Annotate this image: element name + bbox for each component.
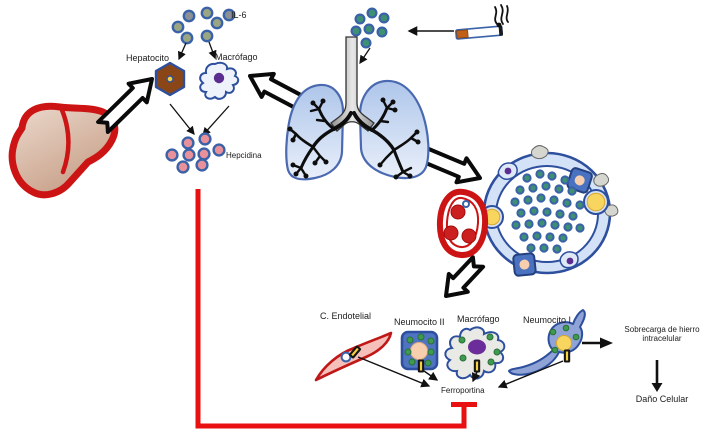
label-hepatocito: Hepatocito: [126, 53, 170, 63]
label-sobrecarga-hierro: Sobrecarga de hierro intracelular: [624, 325, 700, 343]
label-dano-celular: Daño Celular: [635, 394, 689, 404]
trachea: [330, 36, 375, 132]
ferroportin-channel: [417, 359, 425, 373]
smoke-particles: [350, 7, 390, 49]
hepcidin-production-arrows: [169, 103, 230, 136]
ferroportin-channel: [563, 349, 571, 363]
particles-to-trachea-arrow: [359, 47, 371, 65]
alveolar-particles: [510, 169, 585, 254]
label-ferroportina: Ferroportina: [441, 386, 485, 395]
ferroportin-channel: [473, 359, 481, 373]
label-hepcidina: Hepcidina: [226, 151, 262, 160]
endothelial-cell-icon: [314, 331, 393, 382]
iron-overload-arrows: [582, 337, 663, 392]
macrophage-bottom-icon: [444, 326, 506, 380]
flow-arrows: [96, 71, 486, 298]
arrow-liver-to-hepatocyte: [96, 77, 154, 134]
hepatocyte-icon: [154, 61, 186, 97]
capillary-icon: [436, 188, 489, 258]
il6-particles: [171, 6, 236, 45]
macrophage-top-icon: [199, 61, 240, 100]
label-macrofago-bottom: Macrófago: [457, 314, 500, 324]
pneumocyte-i-cell-icon: [508, 309, 586, 376]
lungs-icon: [285, 36, 430, 181]
ferroportin-arrows: [357, 356, 564, 389]
liver-icon: [8, 102, 119, 199]
label-c-endotelial: C. Endotelial: [320, 311, 372, 321]
alveolus-icon: [480, 145, 619, 277]
label-il6: IL-6: [231, 10, 247, 20]
label-neumocito-ii: Neumocito II: [394, 317, 445, 327]
arrow-alveolus-to-cells: [444, 255, 486, 298]
label-macrofago-top: Macrófago: [215, 52, 258, 62]
hepcidin-inhibition-line: [195, 189, 477, 429]
pneumocyte-ii-cell-icon: [400, 330, 439, 373]
wall-pneumocyte-ii-cells: [512, 167, 593, 277]
bronchial-tree: [287, 97, 421, 180]
hepcidin-particles: [165, 132, 226, 174]
interstitial-debris: [531, 145, 619, 217]
cigarette-icon: [455, 4, 509, 40]
label-neumocito-i: Neumocito I: [523, 315, 572, 325]
il6-signal-arrows: [178, 41, 217, 61]
